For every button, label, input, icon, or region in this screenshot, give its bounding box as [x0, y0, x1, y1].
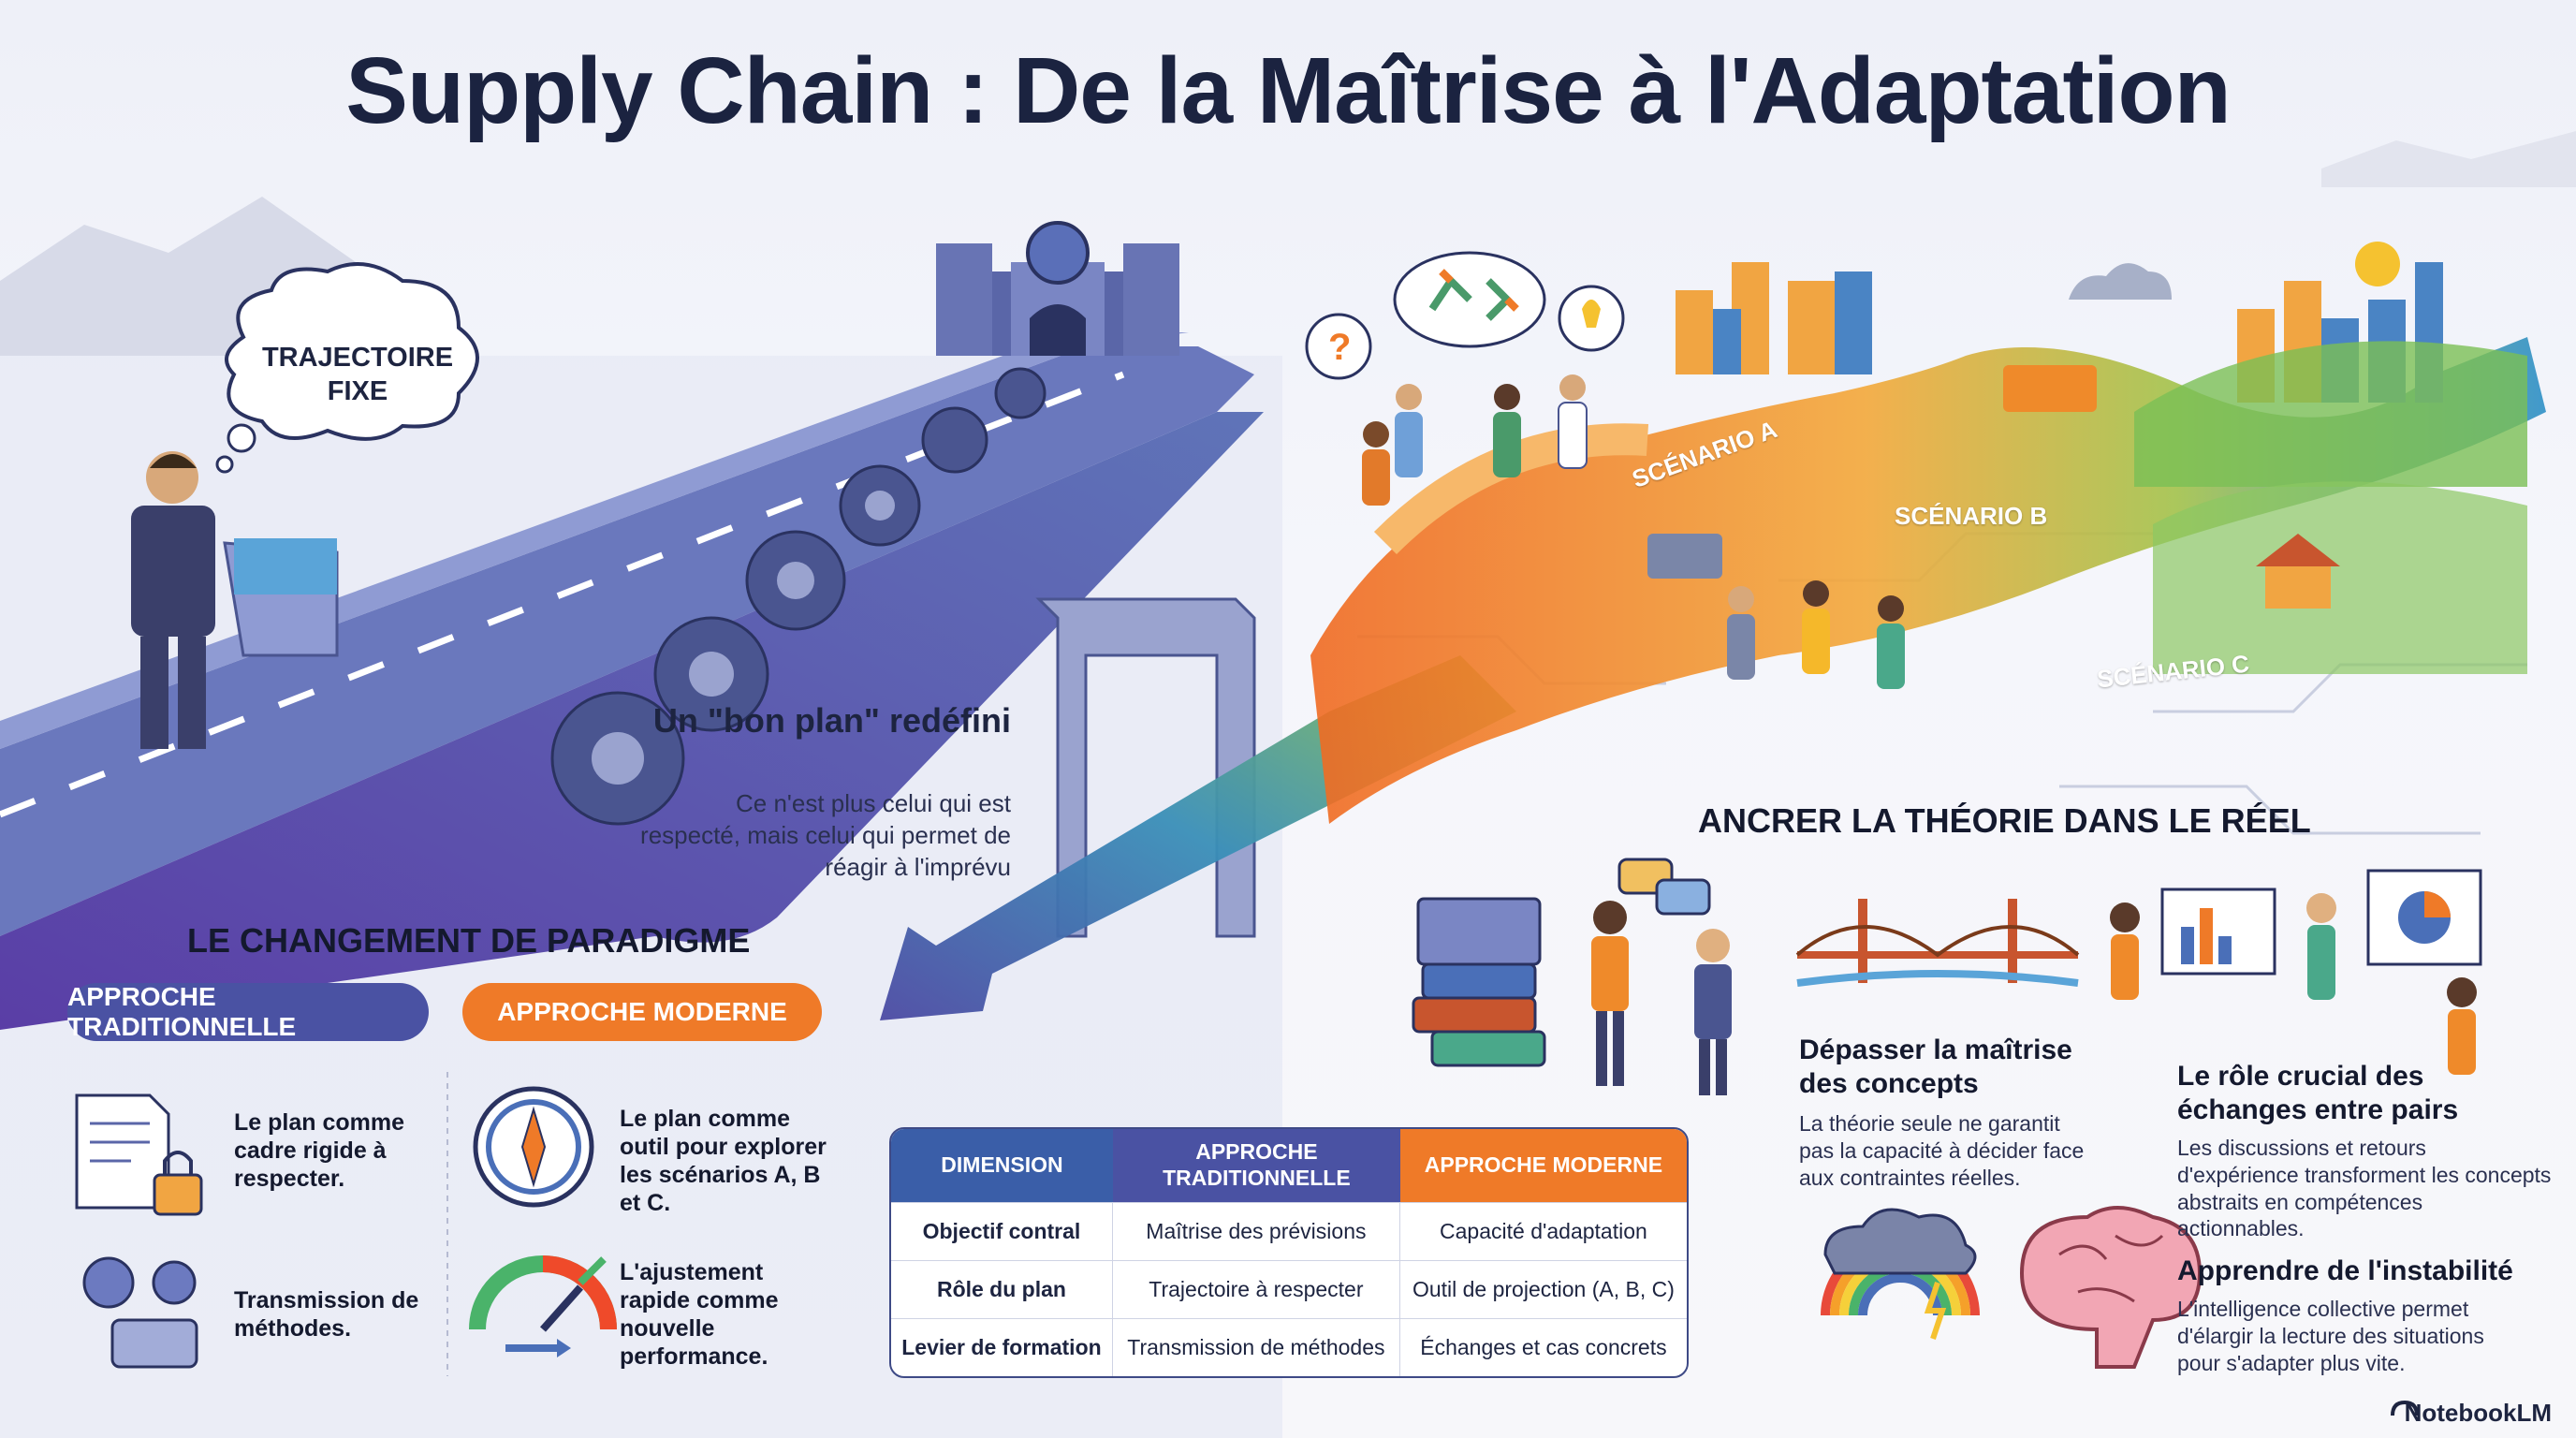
table-cell: Trajectoire à respecter	[1112, 1260, 1400, 1318]
gauge-icon	[469, 1255, 617, 1357]
bon-plan-text: Ce n'est plus celui qui est respecté, ma…	[640, 789, 1011, 881]
table-cell: Capacité d'adaptation	[1399, 1202, 1687, 1260]
table-row: Rôle du plan Trajectoire à respecter Out…	[891, 1260, 1687, 1318]
reel-block-1-title: Dépasser la maîtrise des concepts	[1799, 1034, 2072, 1099]
mod-item-2: L'ajustement rapide comme nouvelle perfo…	[620, 1259, 779, 1370]
brand-label: NotebookLM	[2404, 1399, 2552, 1427]
reel-heading: ANCRER LA THÉORIE DANS LE RÉEL	[1698, 801, 2311, 840]
table-cell: Transmission de méthodes	[1112, 1318, 1400, 1376]
presentation-icon	[2110, 869, 2482, 1075]
bridge-icon	[1795, 899, 2080, 987]
bon-plan-heading: Un "bon plan" redéfini	[652, 701, 1011, 740]
scenario-b-label: SCÉNARIO B	[1895, 502, 2048, 530]
table-row: Levier de formation Transmission de méth…	[891, 1318, 1687, 1376]
castle-icon	[936, 221, 1179, 356]
table-cell: Outil de projection (A, B, C)	[1399, 1260, 1687, 1318]
reel-block-3-title: Apprendre de l'instabilité	[2177, 1255, 2513, 1286]
trad-item-2: Transmission de méthodes.	[234, 1287, 419, 1342]
books-icon	[1412, 897, 1546, 1067]
reel-block-2-text: Les discussions et retours d'expérience …	[2177, 1136, 2552, 1241]
document-lock-icon	[75, 1093, 203, 1216]
rain-rainbow-icon	[1821, 1208, 1980, 1340]
brain-icon	[2019, 1206, 2203, 1369]
people-talking-icon	[1591, 858, 1732, 1095]
reel-block-2-title: Le rôle crucial des échanges entre pairs	[2177, 1061, 2459, 1125]
trad-approach-pill: APPROCHE TRADITIONNELLE	[67, 982, 429, 1041]
thought-bubble-text: TRAJECTOIRE FIXE	[261, 343, 454, 407]
reel-block-3-text: L'intelligence collective permet d'élarg…	[2177, 1297, 2484, 1375]
mod-item-1: Le plan comme outil pour explorer les sc…	[620, 1106, 827, 1216]
paradigm-heading: LE CHANGEMENT DE PARADIGME	[187, 921, 751, 960]
page-title: Supply Chain : De la Maîtrise à l'Adapta…	[345, 38, 2231, 143]
table-cell: Objectif contral	[891, 1202, 1113, 1260]
svg-text:?: ?	[1328, 327, 1351, 368]
table-header: APPROCHE TRADITIONNELLE	[1112, 1129, 1400, 1202]
comparison-table: DIMENSION APPROCHE TRADITIONNELLE APPROC…	[889, 1127, 1689, 1378]
table-cell: Échanges et cas concrets	[1399, 1318, 1687, 1376]
table-cell: Maîtrise des prévisions	[1112, 1202, 1400, 1260]
table-row: Objectif contral Maîtrise des prévisions…	[891, 1202, 1687, 1260]
notebooklm-logo: NotebookLM	[2405, 1399, 2552, 1428]
table-header: APPROCHE MODERNE	[1399, 1129, 1687, 1202]
table-cell: Rôle du plan	[891, 1260, 1113, 1318]
table-header: DIMENSION	[891, 1129, 1113, 1202]
trad-item-1: Le plan comme cadre rigide à respecter.	[234, 1109, 404, 1192]
gears-icon	[82, 1256, 198, 1369]
modern-approach-pill: APPROCHE MODERNE	[462, 983, 822, 1041]
table-cell: Levier de formation	[891, 1318, 1113, 1376]
compass-icon	[473, 1086, 594, 1208]
reel-block-1-text: La théorie seule ne garantit pas la capa…	[1799, 1111, 2085, 1190]
thought-bubble-icon	[215, 262, 479, 474]
